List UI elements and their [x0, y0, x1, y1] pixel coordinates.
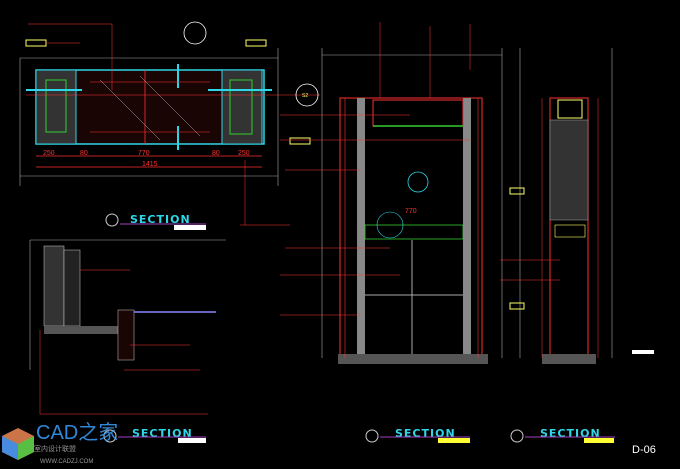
callout-tag: S2: [302, 93, 308, 99]
section-label-1: SECTION: [130, 213, 191, 226]
plan-dim-4: 250: [238, 150, 250, 157]
watermark-brand: CAD之家: [36, 422, 119, 444]
cad-logo-icon: [2, 428, 34, 460]
watermark-subtitle: 室内设计联盟: [34, 446, 76, 453]
front-elevation: 770: [280, 22, 503, 364]
section-title-2: SECTION: [103, 427, 206, 443]
side-elevation: [500, 48, 654, 364]
plan-dim-2: 770: [138, 150, 150, 157]
plan-total-dim: 1415: [142, 161, 158, 168]
plan-dim-0: 250: [43, 150, 55, 157]
section-title-4: SECTION: [510, 427, 615, 443]
plan-dim-3: 80: [212, 150, 220, 157]
plan-dim-1: 80: [80, 150, 88, 157]
detail-view: [29, 239, 226, 415]
sheet-number: D-06: [632, 444, 656, 456]
elevation-width-dim: 770: [405, 208, 417, 215]
watermark-url: WWW.CADZJ.COM: [40, 459, 94, 465]
section-title-1: SECTION: [105, 213, 206, 230]
plan-view: 250 80 770 80 250 1415 S2: [19, 21, 320, 226]
section-title-3: SECTION: [365, 427, 470, 443]
